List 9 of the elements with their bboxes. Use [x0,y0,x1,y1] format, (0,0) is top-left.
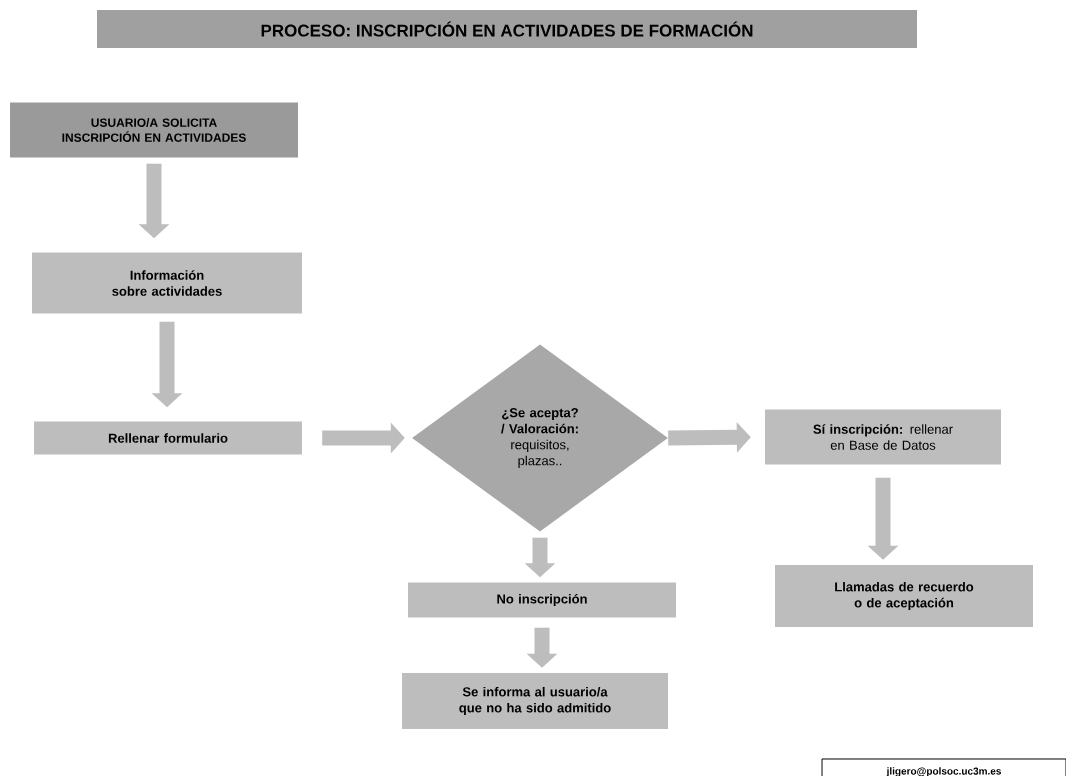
process-box: Rellenar formulario [34,421,302,455]
process-box: Sí inscripción: rellenar en Base de Datos [765,409,1001,465]
process-box: Información sobre actividades [32,252,302,314]
process-box: Se informa al usuario/a que no ha sido admitido [402,673,668,729]
process-box: Llamadas de recuerdo o de aceptación [775,565,1033,627]
process-box: No inscripción [408,582,676,618]
start-box: USUARIO/A SOLICITA INSCRIPCIÓN EN ACTIVIDADES [10,102,298,158]
title-band: PROCESO: INSCRIPCIÓN EN ACTIVIDADES DE FORMACIÓN [97,10,917,48]
email-box: jligero@polsoc.uc3m.es [821,758,1066,776]
